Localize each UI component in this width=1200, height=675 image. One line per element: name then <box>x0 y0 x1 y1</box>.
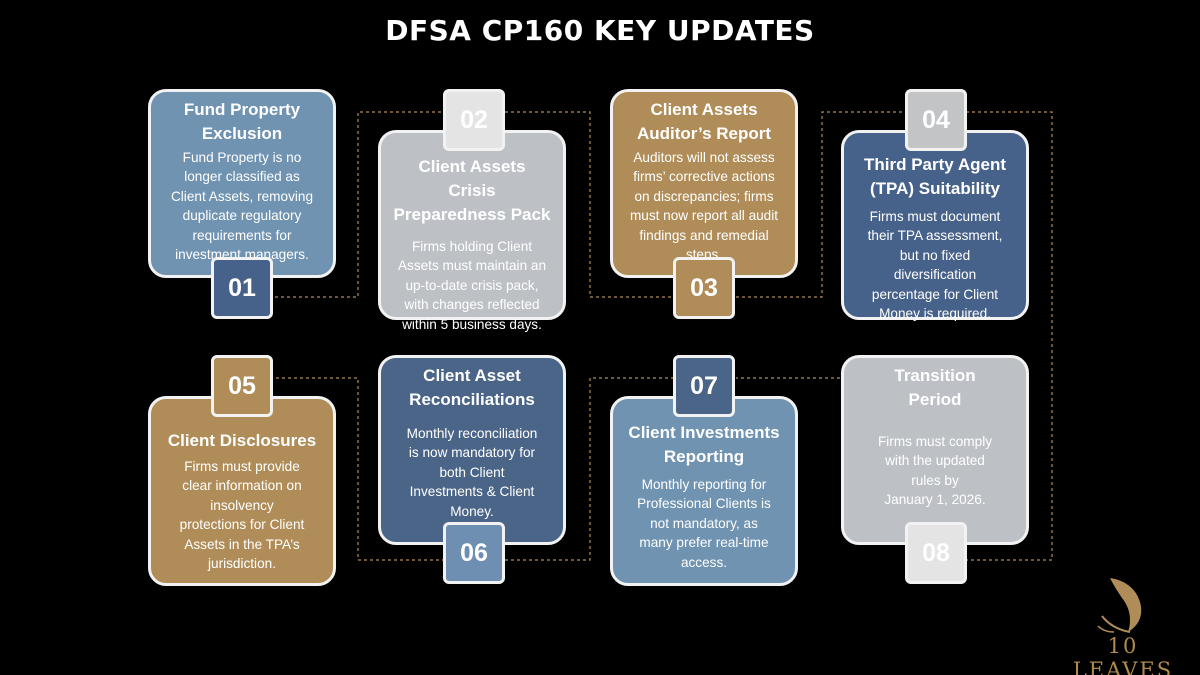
card-02-title: Client Assets Crisis Preparedness Pack <box>393 157 551 224</box>
badge-03: 03 <box>673 257 735 319</box>
badge-04: 04 <box>905 89 967 151</box>
card-01-body: Fund Property is no longer classified as… <box>170 150 314 263</box>
card-05: Client Disclosures Firms must provide cl… <box>148 396 336 586</box>
logo-text: 10 LEAVES <box>1072 634 1174 675</box>
badge-02: 02 <box>443 89 505 151</box>
dotted-connectors <box>275 111 1053 561</box>
card-08-title: Transition Period <box>894 366 976 409</box>
card-03-title: Client Assets Auditor’s Report <box>636 100 772 143</box>
card-08-body: Firms must comply with the updated rules… <box>877 434 993 508</box>
card-04-body: Firms must document their TPA assessment… <box>867 209 1003 322</box>
badge-05: 05 <box>211 355 273 417</box>
leaf-icon <box>1097 578 1142 633</box>
card-02: Client Assets Crisis Preparedness Pack F… <box>378 130 566 332</box>
card-04: Third Party Agent (TPA) Suitability Firm… <box>841 130 1029 322</box>
card-06: Client Asset Reconciliations Monthly rec… <box>378 355 566 545</box>
card-07-title: Client Investments Reporting <box>628 423 780 466</box>
card-03-body: Auditors will not assess firms’ correcti… <box>629 150 779 263</box>
card-08: Transition Period Firms must comply with… <box>841 355 1029 545</box>
card-05-body: Firms must provide clear information on … <box>179 459 305 572</box>
card-01-title: Fund Property Exclusion <box>183 100 301 143</box>
card-02-body: Firms holding Client Assets must maintai… <box>397 239 547 332</box>
badge-01: 01 <box>211 257 273 319</box>
page-title: DFSA CP160 KEY UPDATES <box>385 14 815 47</box>
badge-06: 06 <box>443 522 505 584</box>
card-07: Client Investments Reporting Monthly rep… <box>610 396 798 586</box>
card-05-title: Client Disclosures <box>167 431 317 450</box>
card-01: Fund Property Exclusion Fund Property is… <box>148 89 336 278</box>
card-06-title: Client Asset Reconciliations <box>409 366 535 409</box>
card-04-title: Third Party Agent (TPA) Suitability <box>864 155 1006 198</box>
badge-07: 07 <box>673 355 735 417</box>
card-07-body: Monthly reporting for Professional Clien… <box>637 477 771 570</box>
card-06-body: Monthly reconciliation is now mandatory … <box>406 426 538 519</box>
badge-08: 08 <box>905 522 967 584</box>
card-03: Client Assets Auditor’s Report Auditors … <box>610 89 798 278</box>
